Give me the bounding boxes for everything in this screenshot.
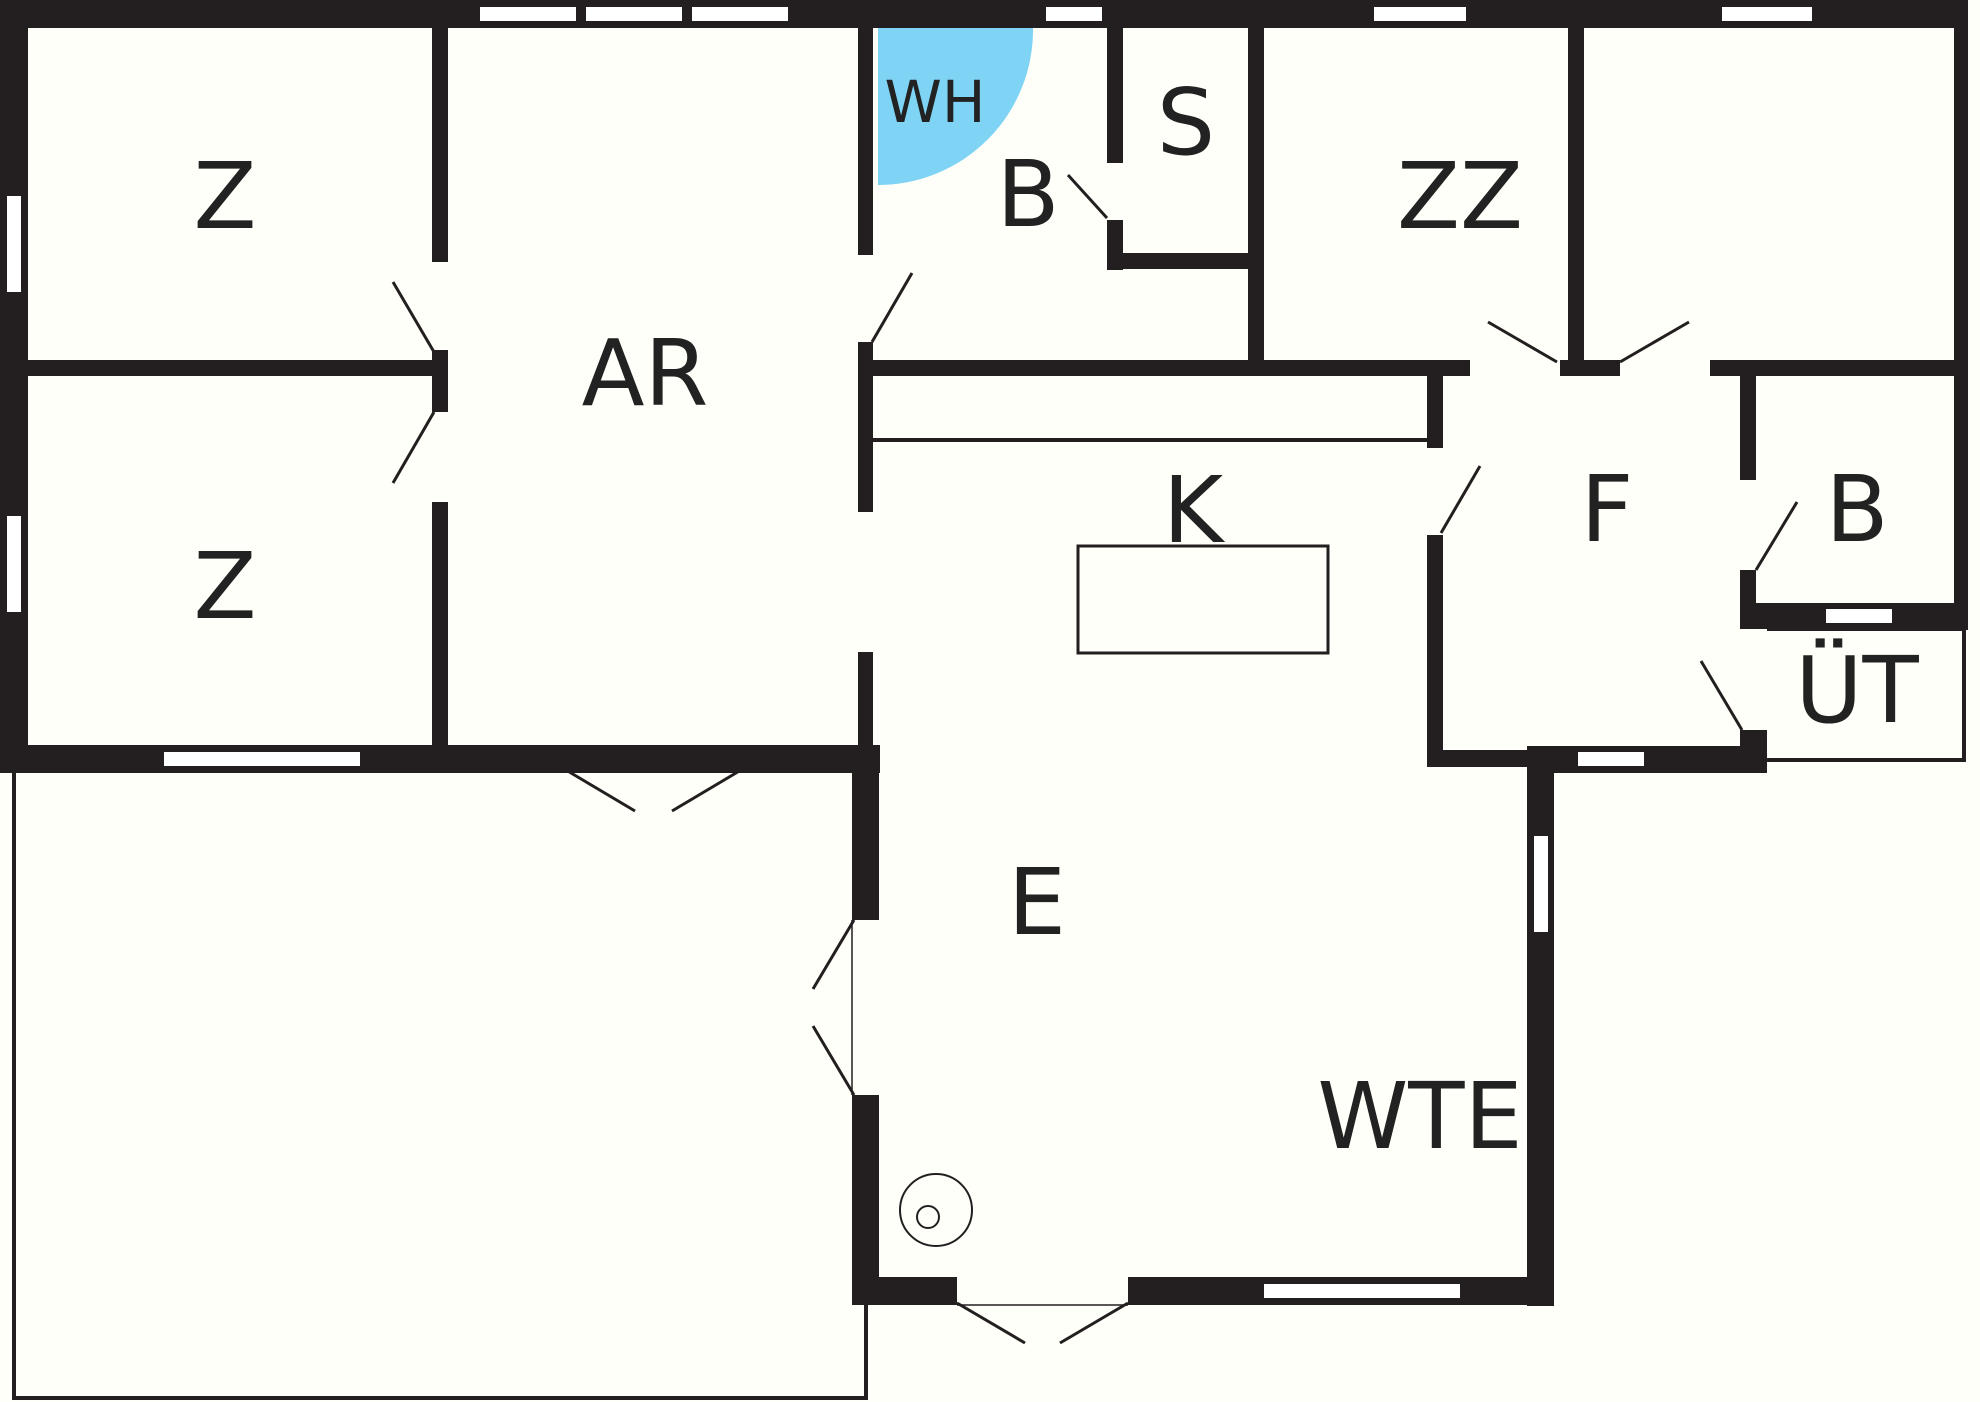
kitchen-counter-icon: [1076, 544, 1330, 655]
room-label-wte: WTE: [1317, 1063, 1522, 1170]
room-label-b-top: B: [996, 141, 1059, 248]
room-label-b-right: B: [1825, 456, 1888, 563]
walls: [0, 0, 1968, 1306]
windows: [7, 7, 1892, 1298]
door-swings: [391, 173, 1799, 1345]
room-label-z-bottom: Z: [193, 533, 256, 640]
room-label-ar: AR: [582, 320, 709, 427]
room-label-z-top: Z: [193, 143, 256, 250]
room-label-k: K: [1163, 457, 1226, 564]
room-label-s: S: [1157, 69, 1215, 176]
room-label-ut: ÜT: [1795, 637, 1919, 744]
water-heater-icon: [878, 28, 1034, 185]
stove-icon: [899, 1173, 973, 1247]
room-label-f: F: [1581, 456, 1634, 563]
room-label-wh: WH: [885, 68, 986, 136]
room-label-zz: ZZ: [1397, 143, 1523, 250]
thin-walls: [12, 627, 1966, 1400]
room-labels: Z Z AR WH B S ZZ K F B ÜT E WTE: [193, 68, 1919, 1170]
room-label-e: E: [1008, 849, 1066, 956]
